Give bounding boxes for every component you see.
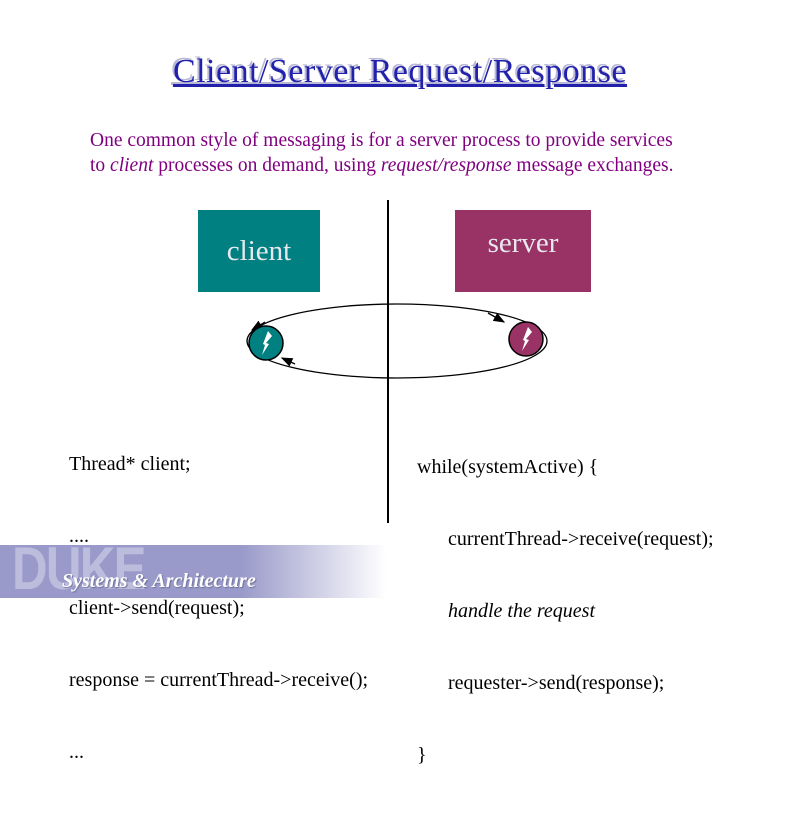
slide-title: Client/Server Request/Response bbox=[172, 53, 628, 90]
code-line: requester->send(response); bbox=[448, 672, 665, 694]
code-line: } bbox=[417, 744, 427, 766]
client-box: client bbox=[198, 210, 320, 292]
intro-text: One common style of messaging is for a s… bbox=[90, 128, 730, 178]
code-line: currentThread->receive(request); bbox=[448, 528, 714, 550]
response-arrowhead bbox=[280, 357, 296, 367]
duke-logo-text: DUKE bbox=[12, 545, 146, 598]
code-line: handle the request bbox=[448, 600, 596, 622]
code-line: while(systemActive) { bbox=[417, 456, 599, 478]
intro-line2-seg3: message exchanges. bbox=[511, 155, 674, 176]
intro-line2-seg1: to bbox=[90, 155, 111, 176]
client-box-label: client bbox=[226, 234, 292, 267]
footer-banner: DUKE Systems & Architecture bbox=[0, 545, 390, 598]
loop-left-top-arrowhead bbox=[250, 320, 266, 331]
request-arrowhead bbox=[487, 312, 506, 323]
lightning-bolt-icon bbox=[262, 331, 272, 355]
message-loop-ellipse bbox=[246, 303, 548, 379]
footer-dept-text: Systems & Architecture bbox=[62, 570, 256, 592]
server-box-label: server bbox=[487, 226, 559, 259]
lightning-bolt-icon bbox=[522, 327, 532, 351]
message-loop-diagram bbox=[246, 200, 548, 523]
client-code-block: Thread* client; .... client->send(reques… bbox=[69, 404, 368, 812]
code-line: .... bbox=[69, 525, 89, 547]
server-box: server bbox=[455, 210, 591, 292]
code-line: Thread* client; bbox=[69, 453, 191, 475]
intro-line2-seg2: processes on demand, using bbox=[153, 155, 381, 176]
intro-reqresp-italic: request/response bbox=[380, 155, 512, 176]
code-line: response = currentThread->receive(); bbox=[69, 669, 369, 691]
slide: Client/Server Request/Response One commo… bbox=[0, 53, 730, 766]
server-code-block: while(systemActive) { currentThread->rec… bbox=[417, 407, 714, 815]
code-line: ... bbox=[69, 741, 84, 763]
intro-line1: One common style of messaging is for a s… bbox=[90, 130, 673, 151]
intro-client-italic: client bbox=[110, 155, 154, 176]
